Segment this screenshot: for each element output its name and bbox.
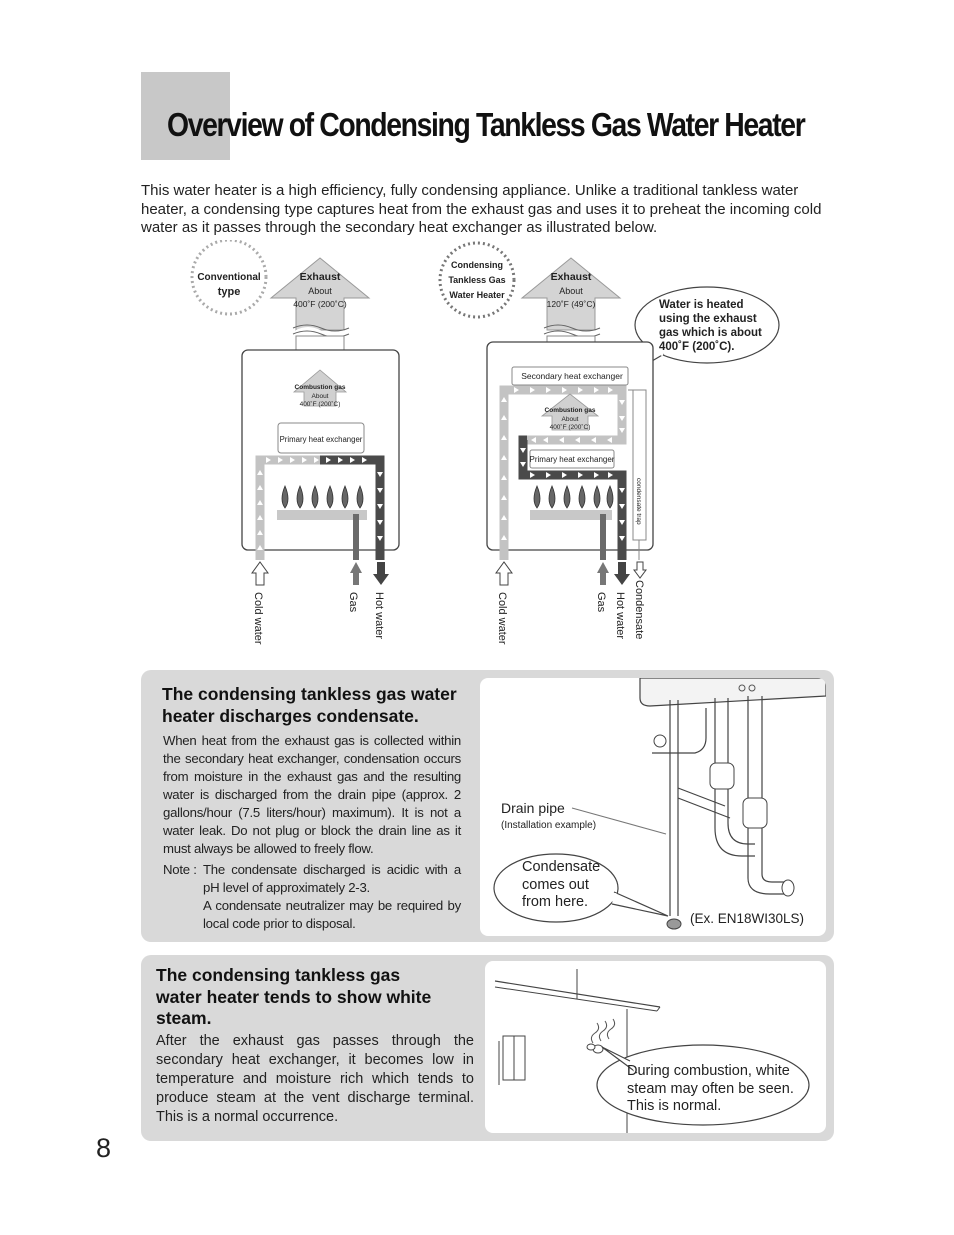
- condensate-body: When heat from the exhaust gas is collec…: [163, 733, 461, 856]
- condensing-callout-line2: using the exhaust: [659, 313, 757, 325]
- condensing-condensate-arrow: [633, 561, 647, 579]
- condensing-callout-line3: gas which is about: [659, 327, 762, 339]
- steam-body: After the exhaust gas passes through the…: [156, 1033, 474, 1125]
- condensate-bubble-line2: comes out: [522, 876, 589, 893]
- condensing-hot-path: [518, 435, 627, 560]
- conventional-combustion-about: About: [312, 393, 329, 400]
- drain-pipe-label: Drain pipe: [501, 800, 565, 816]
- conventional-combustion-title: Combustion gas: [295, 384, 346, 391]
- conventional-label-hot: Hot water: [373, 592, 385, 639]
- condensate-panel: The condensing tankless gas water heater…: [141, 670, 834, 942]
- conventional-exhaust-about: About: [308, 286, 332, 296]
- condensing-label-hot: Hot water: [614, 592, 626, 639]
- condensing-primary-hx: [529, 449, 615, 469]
- conventional-burner-flames: [281, 484, 364, 509]
- condensing-preheat-markers: [501, 387, 625, 540]
- intro-paragraph: This water heater is a high efficiency, …: [141, 182, 822, 236]
- conventional-combustion-arrow: [292, 369, 348, 407]
- conventional-exhaust-arrow: [269, 257, 371, 331]
- conventional-badge-line1: Conventional: [197, 272, 261, 283]
- conventional-type-diagram: Conventional type Exhaust About 400˚F (2…: [190, 240, 400, 645]
- heater-comparison-diagram: Conventional type Exhaust About 400˚F (2…: [0, 240, 954, 660]
- steam-bubble-line2: steam may often be seen.: [627, 1080, 794, 1097]
- condensate-bubble-line3: from here.: [522, 894, 589, 910]
- condensing-exhaust-title: Exhaust: [551, 271, 592, 283]
- condensing-callout-line4: 400˚F (200˚C).: [659, 341, 734, 353]
- condensate-bubble: [493, 853, 619, 923]
- condensate-bubble-line1: Condensate: [522, 859, 601, 875]
- condensing-callout-bubble: [634, 286, 780, 364]
- condensing-secondary-hx-label: Secondary heat exchanger: [521, 371, 623, 381]
- conventional-gas-arrow: [350, 562, 362, 585]
- condensing-gas-arrow: [597, 562, 609, 585]
- note-line1: The condensate discharged is acidic with…: [203, 862, 461, 895]
- steam-bubble: [596, 1044, 810, 1126]
- condensing-combustion-arrow: [540, 393, 600, 431]
- condensing-preheat-path: [499, 385, 627, 560]
- conventional-label-gas: Gas: [347, 592, 359, 613]
- conventional-combustion-temp: 400˚F (200˚C): [300, 400, 341, 408]
- comparison-svg: Conventional type Exhaust About 400˚F (2…: [190, 240, 780, 645]
- drain-outlet: [666, 918, 682, 930]
- conventional-primary-hx-label: Primary heat exchanger: [280, 435, 363, 444]
- steam-heading: The condensing tankless gas water heater…: [156, 965, 432, 1028]
- page-title: Overview of Condensing Tankless Gas Wate…: [167, 106, 806, 143]
- conventional-exhaust-title: Exhaust: [300, 271, 341, 283]
- conventional-burner: [277, 510, 367, 520]
- conventional-flow-markers: [257, 457, 383, 550]
- condensing-burner-flames: [533, 484, 614, 509]
- gas-pipe: [747, 696, 786, 895]
- condensing-exhaust-arrow: [520, 257, 622, 331]
- title-accent-block: [141, 72, 230, 160]
- steam-bubble-line1: During combustion, white: [627, 1063, 790, 1079]
- condensing-cold-water-arrow: [495, 561, 513, 586]
- drain-pipe-sub: (Installation example): [501, 820, 597, 831]
- condensing-label-condensate: Condensate: [633, 580, 645, 639]
- hot-outlet-pipe: [714, 698, 755, 857]
- steam-plume: [590, 1018, 616, 1044]
- condensing-exhaust-temp: 120˚F (49˚C): [547, 299, 596, 309]
- condensing-label-cold: Cold water: [496, 592, 508, 645]
- steam-illustration-svg: [494, 969, 810, 1133]
- conventional-label-cold: Cold water: [252, 592, 264, 645]
- condensing-badge-line1: Condensing: [451, 260, 503, 270]
- condensing-primary-hx-label: Primary heat exchanger: [530, 455, 615, 464]
- steam-panel: The condensing tankless gas water heater…: [141, 955, 834, 1141]
- condensate-bubble-text: Condensate comes out from here.: [522, 859, 600, 912]
- heater-unit-bottom: [639, 678, 826, 707]
- conventional-badge: [190, 240, 268, 316]
- steam-illustration-card: During combustion, white steam may often…: [485, 961, 826, 1133]
- conventional-hot-water-arrow: [373, 562, 389, 585]
- condensing-condensate-trap-label: condensate trap: [635, 478, 642, 525]
- condensing-combustion-temp: 400˚F (200˚C): [550, 423, 591, 431]
- gas-valve: [742, 797, 768, 829]
- condensing-badge-line2: Tankless Gas: [448, 275, 505, 285]
- condensing-burner: [530, 510, 612, 520]
- conventional-badge-line2: type: [218, 286, 241, 298]
- condensing-callout-line1: Water is heated: [659, 299, 744, 311]
- condensing-badge-line3: Water Heater: [449, 290, 505, 300]
- conventional-exhaust-temp: 400˚F (200˚C): [293, 299, 347, 309]
- condensing-hot-markers: [520, 448, 625, 541]
- condensing-combustion-title: Combustion gas: [545, 407, 596, 414]
- condensing-exhaust-about: About: [559, 286, 583, 296]
- condensing-combustion-about: About: [562, 416, 579, 423]
- conventional-primary-hx: [277, 422, 365, 454]
- condensate-heading: The condensing tankless gas water heater…: [162, 684, 457, 726]
- condensing-badge: [438, 241, 516, 319]
- drain-illustration-card: Drain pipe (Installation example) Conden…: [480, 678, 826, 936]
- steam-bubble-text: During combustion, white steam may often…: [627, 1063, 794, 1116]
- note-label: Note :: [163, 862, 197, 877]
- conventional-cold-water-arrow: [251, 561, 269, 586]
- condensing-type-diagram: Condensing Tankless Gas Water Heater Exh…: [438, 241, 780, 645]
- condensing-label-gas: Gas: [595, 592, 607, 613]
- condensing-hot-water-arrow: [614, 562, 630, 585]
- note-line2: A condensate neutralizer may be required…: [203, 898, 461, 931]
- condensing-secondary-hx: [511, 366, 629, 386]
- steam-bubble-line3: This is normal.: [627, 1098, 722, 1114]
- drain-illustration-svg: [493, 678, 826, 930]
- model-example: (Ex. EN18WI30LS): [690, 911, 805, 926]
- page-number: 8: [96, 1133, 112, 1163]
